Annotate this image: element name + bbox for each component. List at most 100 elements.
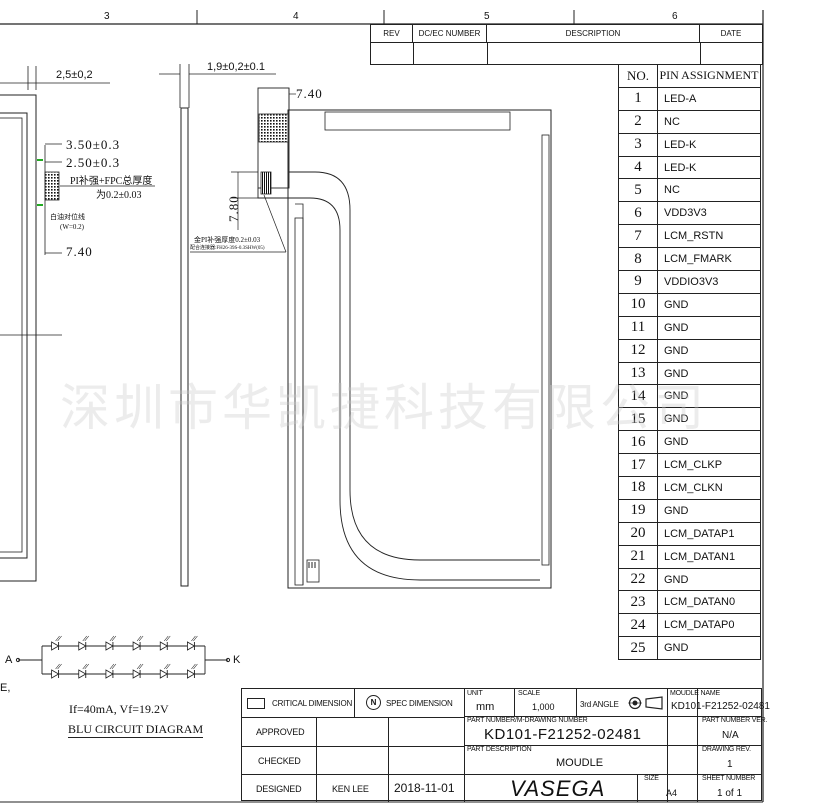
- zone-label: 6: [672, 11, 678, 22]
- designed-label: DESIGNED: [256, 784, 302, 794]
- pin-no-header: NO.: [618, 64, 658, 88]
- pin-number: 1: [618, 86, 658, 111]
- led-icon: [105, 635, 117, 651]
- pi-stiffener-value: 为0.2±0.03: [96, 190, 142, 201]
- pin-signal-name: LCM_FMARK: [657, 247, 761, 272]
- led-icon: [78, 663, 89, 679]
- sheet-number-value: 1 of 1: [717, 788, 743, 799]
- pin-number: 10: [618, 292, 658, 317]
- part-number-ver-label: PART NUMBER VER.: [702, 717, 768, 724]
- part-number-label: PART NUMBER/M-DRAWING NUMBER: [467, 717, 588, 724]
- pin-number: 6: [618, 201, 658, 226]
- spec-dimension-icon: N: [366, 695, 381, 710]
- pin-number: 12: [618, 338, 658, 363]
- drawing-rev-label: DRAWING REV.: [702, 746, 751, 753]
- pin-number: 4: [618, 155, 658, 180]
- gold-pi-note-2: 配合连接器:FH26-39S-0.3SHW(05): [190, 246, 265, 251]
- pin-name-header: PIN ASSIGNMENT: [657, 64, 761, 88]
- pin-number: 5: [618, 178, 658, 203]
- pin-number: 19: [618, 498, 658, 523]
- part-description-label: PART DESCRIPTION: [467, 746, 532, 753]
- title-block: CRITICAL DIMENSION N SPEC DIMENSION APPR…: [241, 688, 770, 802]
- design-date: 2018-11-01: [394, 781, 455, 795]
- led-icon: [51, 663, 62, 679]
- pin-signal-name: LED-A: [657, 86, 761, 111]
- thickness-total-dimension: 2,5±0,2: [56, 69, 93, 81]
- pin-signal-name: LCM_DATAN1: [657, 544, 761, 569]
- led-icon: [105, 663, 117, 679]
- pin-number: 8: [618, 247, 658, 272]
- pin-number: 20: [618, 521, 658, 546]
- part-description-value: MOUDLE: [556, 757, 604, 769]
- pin-signal-name: NC: [657, 178, 761, 203]
- pin-signal-name: GND: [657, 407, 761, 432]
- pin-table-header-row: NO. PIN ASSIGNMENT: [618, 64, 761, 88]
- blu-spec: If=40mA, Vf=19.2V: [69, 702, 169, 716]
- led-icon: [78, 635, 89, 651]
- drawing-rev-value: 1: [727, 759, 733, 770]
- align-line-note: 白油对位线: [50, 213, 85, 221]
- spec-dimension-label: SPEC DIMENSION: [386, 699, 453, 708]
- company-logo-text: VASEGA: [510, 776, 606, 801]
- third-angle-projection-icon: [628, 696, 663, 710]
- cathode-label: K: [233, 654, 241, 666]
- critical-dimension-label: CRITICAL DIMENSION: [272, 699, 353, 708]
- checked-label: CHECKED: [258, 756, 301, 766]
- blu-circuit-diagram: [15, 635, 231, 679]
- pin-number: 9: [618, 270, 658, 294]
- zone-label: 3: [104, 11, 110, 22]
- anode-label: A: [5, 654, 13, 666]
- designer-name: KEN LEE: [332, 784, 369, 794]
- pin-number: 18: [618, 476, 658, 500]
- zone-label: 5: [484, 11, 490, 22]
- pin-signal-name: LCM_DATAN0: [657, 590, 761, 615]
- pi-stiffener-note: PI补强+FPC总厚度: [70, 176, 153, 187]
- pin-signal-name: VDDIO3V3: [657, 270, 761, 294]
- gold-pi-note: 金PI补强厚度0.2±0.03: [194, 236, 261, 244]
- led-icon: [159, 663, 171, 679]
- pin-signal-name: NC: [657, 109, 761, 134]
- pin-signal-name: LCM_CLKP: [657, 453, 761, 478]
- approved-label: APPROVED: [256, 727, 305, 737]
- pin-number: 16: [618, 430, 658, 455]
- size-value: A4: [666, 788, 678, 798]
- pin-signal-name: LED-K: [657, 132, 761, 157]
- rev-header: REV: [371, 25, 413, 43]
- part-number-ver-value: N/A: [722, 730, 739, 741]
- fpc-width-top-dimension: 7.40: [296, 86, 323, 101]
- pi-height-2-dimension: 2.50±0.3: [66, 155, 121, 170]
- description-header: DESCRIPTION: [487, 25, 700, 43]
- pin-signal-name: GND: [657, 361, 761, 386]
- date-header: DATE: [700, 25, 762, 43]
- left-edge-text: E,: [0, 682, 11, 694]
- pin-signal-name: LCM_CLKN: [657, 476, 761, 500]
- sheet-number-label: SHEET NUMBER: [702, 775, 756, 782]
- pin-number: 21: [618, 544, 658, 569]
- led-icon: [159, 635, 171, 651]
- fpc-width-left-dimension: 7.40: [66, 244, 93, 259]
- pi-height-1-dimension: 3.50±0.3: [66, 137, 121, 152]
- pin-signal-name: GND: [657, 384, 761, 409]
- pin-signal-name: GND: [657, 430, 761, 455]
- revision-table: REV DC/EC NUMBER DESCRIPTION DATE: [370, 24, 763, 65]
- led-icon: [51, 635, 62, 651]
- pin-signal-name: LCM_RSTN: [657, 224, 761, 249]
- zone-label: 4: [293, 11, 299, 22]
